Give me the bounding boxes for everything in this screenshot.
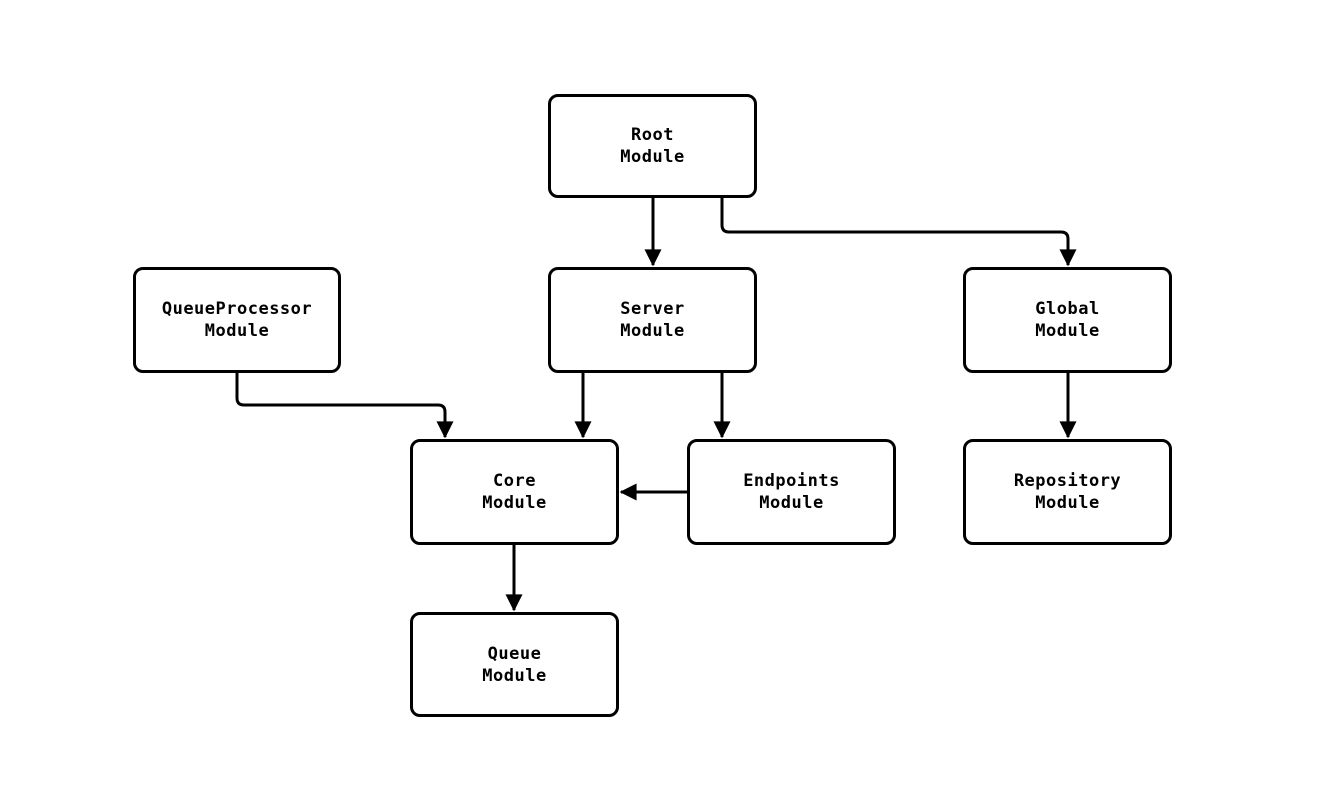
- node-root-module-label: Root Module: [620, 125, 685, 167]
- node-root-module: Root Module: [548, 94, 757, 198]
- node-repository-module-label: Repository Module: [1013, 471, 1122, 513]
- node-queue-module: Queue Module: [410, 612, 619, 717]
- node-repository-module: Repository Module: [963, 439, 1172, 545]
- node-server-module: Server Module: [548, 267, 757, 373]
- node-global-module: Global Module: [963, 267, 1172, 373]
- node-endpoints-module: Endpoints Module: [687, 439, 896, 545]
- node-queueprocessor-module-label: QueueProcessor Module: [161, 299, 313, 341]
- node-core-module: Core Module: [410, 439, 619, 545]
- edge-queueprocessor-to-core: [235, 373, 454, 439]
- node-queueprocessor-module: QueueProcessor Module: [133, 267, 341, 373]
- node-queue-module-label: Queue Module: [482, 643, 547, 686]
- edge-root-to-global: [720, 198, 1077, 267]
- node-global-module-label: Global Module: [1035, 299, 1100, 341]
- node-core-module-label: Core Module: [482, 471, 547, 513]
- node-server-module-label: Server Module: [620, 299, 685, 341]
- node-endpoints-module-label: Endpoints Module: [743, 471, 840, 513]
